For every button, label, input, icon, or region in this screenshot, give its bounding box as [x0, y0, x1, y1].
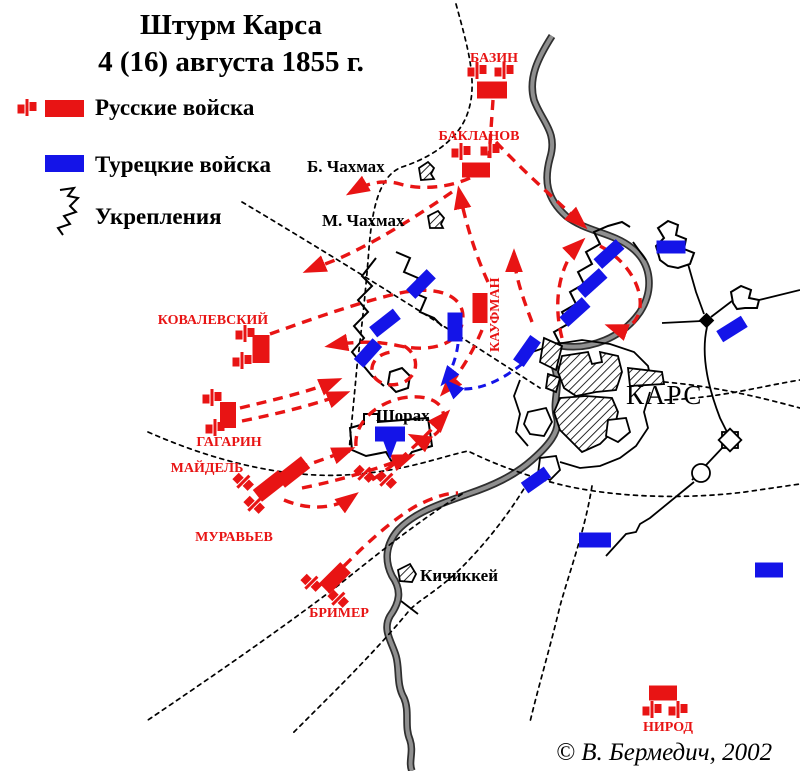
place-labels: Б. Чахмах М. Чахмах Шорах КАРС Кичиккей — [307, 157, 703, 585]
turkish-units — [353, 239, 783, 578]
label-kichikkey: Кичиккей — [420, 566, 498, 585]
m-chakhmakh-building — [427, 209, 446, 229]
road-junction-fort — [698, 312, 715, 329]
legend-fortifications-label: Укрепления — [95, 204, 222, 229]
title-line-2: 4 (16) августа 1855 г. — [98, 46, 364, 78]
bridge-tick-north — [632, 241, 647, 261]
kars-city — [513, 336, 666, 482]
label-kars: КАРС — [626, 380, 703, 410]
round-fort — [691, 463, 711, 483]
russian-unit-legend-icon — [45, 100, 84, 117]
label-baklanov: БАКЛАНОВ — [439, 129, 520, 144]
bridge-tick-south — [400, 600, 419, 615]
copyright-note: © В. Бермедич, 2002 — [556, 739, 772, 766]
label-nirod: НИРОД — [643, 720, 693, 735]
label-b-chakhmakh: Б. Чахмах — [307, 157, 385, 176]
russian-attack-arrows — [239, 99, 642, 568]
fortification-legend-icon — [56, 186, 81, 236]
legend-turkish-label: Турецкие войска — [95, 152, 272, 177]
legend: Русские войска Турецкие войска Укреплени… — [17, 95, 272, 236]
b-chakhmakh-building — [418, 160, 436, 181]
river-kars-chay — [383, 33, 653, 771]
label-kovalevsky: КОВАЛЕВСКИЙ — [158, 311, 269, 328]
label-m-chakhmakh: М. Чахмах — [322, 211, 405, 230]
label-kaufman: КАУФМАН — [488, 277, 503, 352]
russian-standard-legend-icon — [17, 99, 37, 116]
map-title: Штурм Карса 4 (16) августа 1855 г. — [98, 9, 364, 78]
city-block-north — [557, 350, 623, 397]
label-shorakh: Шорах — [376, 406, 430, 425]
legend-russian-label: Русские войска — [95, 95, 255, 120]
label-bazin: БАЗИН — [470, 51, 518, 66]
city-block-east — [626, 366, 666, 387]
cross-fort — [717, 427, 743, 453]
russian-units — [220, 81, 677, 701]
turkish-unit-legend-icon — [45, 155, 84, 172]
label-muravyev: МУРАВЬЕВ — [195, 530, 273, 545]
label-brimer: БРИМЕР — [309, 606, 369, 621]
label-maydel: МАЙДЕЛЬ — [171, 459, 244, 476]
commander-labels: БАЗИН БАКЛАНОВ КОВАЛЕВСКИЙ КАУФМАН ГАГАР… — [158, 51, 694, 735]
village-buildings — [396, 160, 446, 583]
title-line-1: Штурм Карса — [140, 9, 322, 41]
kichikkey-building — [396, 562, 418, 583]
turkish-retreat-arrows — [382, 343, 523, 460]
city-block-south — [553, 395, 619, 454]
label-gagarin: ГАГАРИН — [196, 435, 261, 450]
